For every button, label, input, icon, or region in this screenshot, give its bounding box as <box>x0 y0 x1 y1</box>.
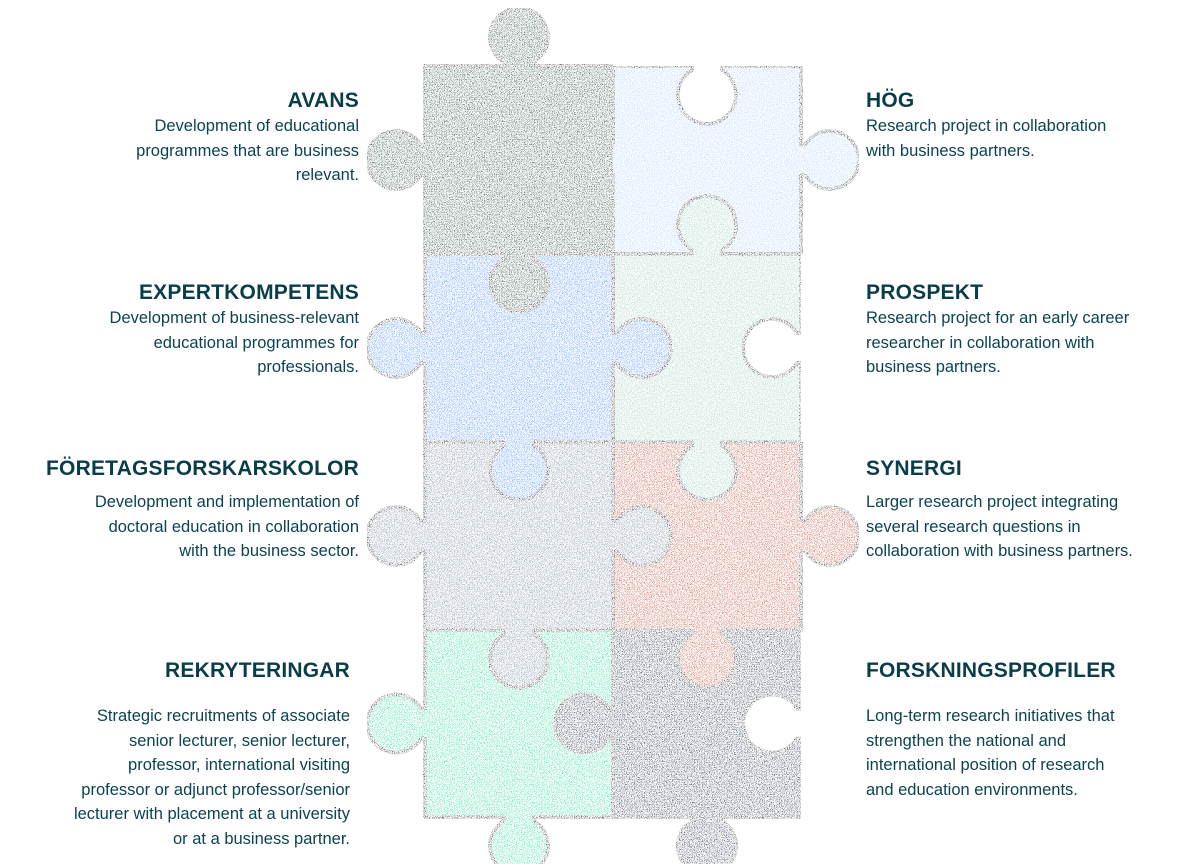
item-description: Research project in collaboration with bu… <box>866 114 1198 163</box>
description-line: educational programmes for <box>153 333 359 352</box>
description-line: several research questions in <box>866 517 1081 536</box>
item-description: Long-term research initiatives that stren… <box>866 704 1198 802</box>
description-line: relevant. <box>295 166 359 184</box>
description-line: senior lecturer, senior lecturer, <box>128 731 350 750</box>
description-line: professor or adjunct professor/senior <box>81 780 350 799</box>
description-line: Long-term research initiatives that <box>866 707 1115 725</box>
description-line: Strategic recruitments of associate <box>96 707 350 725</box>
item-title: EXPERTKOMPETENS <box>138 281 359 304</box>
description-line: or at a business partner. <box>172 829 350 848</box>
item-title: AVANS <box>287 89 359 112</box>
right-item-synergi: SYNERGI Larger research project integrati… <box>866 456 1198 564</box>
description-line: Development and implementation of <box>94 493 359 511</box>
description-line: doctoral education in collaboration <box>108 517 359 536</box>
left-item-avans: AVANS Development of educational programme… <box>0 88 359 188</box>
item-description: Development of educational programmes tha… <box>0 114 359 188</box>
left-item-företagsforskarskolor: FÖRETAGSFORSKARSKOLOR Development and imp… <box>0 456 359 564</box>
description-line: Development of business-relevant <box>109 309 359 327</box>
item-description: Research project for an early career rese… <box>866 306 1198 380</box>
left-item-rekryteringar: REKRYTERINGAR Strategic recruitments of a… <box>0 658 350 851</box>
description-line: Development of educational <box>154 117 359 135</box>
item-title: FÖRETAGSFORSKARSKOLOR <box>46 457 359 480</box>
description-line: strengthen the national and <box>866 731 1066 750</box>
description-line: lecturer with placement at a university <box>73 805 350 823</box>
item-title: PROSPEKT <box>866 281 984 304</box>
item-title: HÖG <box>866 89 915 112</box>
item-title: SYNERGI <box>866 457 962 480</box>
description-line: Research project for an early career <box>866 309 1130 327</box>
description-line: researcher in collaboration with <box>866 333 1095 352</box>
description-line: Research project in collaboration <box>866 117 1107 135</box>
right-item-forskningsprofiler: FORSKNINGSPROFILER Long-term research ini… <box>866 658 1198 802</box>
description-line: with business partners. <box>866 141 1035 160</box>
item-description: Development of business-relevant educatio… <box>0 306 359 380</box>
description-line: collaboration with business partners. <box>866 542 1133 560</box>
description-line: business partners. <box>866 358 1001 376</box>
description-line: professor, international visiting <box>128 756 350 774</box>
description-line: programmes that are business <box>136 141 359 160</box>
item-description: Development and implementation of doctora… <box>0 490 359 564</box>
description-line: with the business sector. <box>179 542 359 560</box>
description-line: and education environments. <box>866 780 1078 799</box>
item-description: Larger research project integrating sever… <box>866 490 1198 564</box>
item-description: Strategic recruitments of associate senio… <box>0 704 350 851</box>
piece-rekryteringar <box>365 628 615 864</box>
item-title: REKRYTERINGAR <box>165 659 350 682</box>
description-line: professionals. <box>257 358 359 376</box>
item-title: FORSKNINGSPROFILER <box>866 659 1116 682</box>
right-item-hög: HÖG Research project in collaboration with… <box>866 88 1198 163</box>
description-line: international position of research <box>866 756 1105 774</box>
description-line: Larger research project integrating <box>866 493 1119 511</box>
